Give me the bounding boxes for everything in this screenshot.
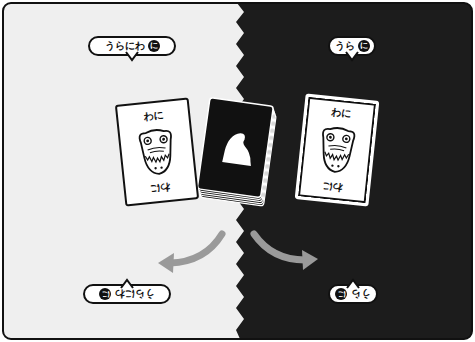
bubble-tail-shape xyxy=(126,52,138,60)
card-name: わに xyxy=(307,105,376,122)
bubble-tail-shape xyxy=(121,280,133,288)
spoken-word: うら xyxy=(351,289,371,299)
playing-card: わにわに xyxy=(115,97,199,206)
card-deck xyxy=(196,98,277,206)
card-name: わに xyxy=(125,179,196,196)
dark-side xyxy=(236,3,472,339)
spoken-word: うら xyxy=(335,41,355,51)
card-name: わに xyxy=(118,108,189,125)
card-name: わに xyxy=(299,178,368,195)
spoken-word: うらにわ xyxy=(115,289,155,299)
deal-arrow-left xyxy=(170,234,222,263)
bubble-tail xyxy=(346,54,358,61)
letter-badge: に xyxy=(100,288,112,300)
bubble-tail xyxy=(126,54,138,61)
letter-badge: に xyxy=(148,40,160,52)
speech-bubble: うらにわに xyxy=(83,284,171,304)
light-side xyxy=(3,3,472,339)
speech-bubble: うらに xyxy=(328,284,378,304)
letter-badge: に xyxy=(336,288,348,300)
letter-badge: に xyxy=(358,40,370,52)
bubble-tail xyxy=(347,279,359,286)
arrowhead-left xyxy=(158,253,174,273)
speech-bubble: うらに xyxy=(328,36,376,56)
deal-arrow-right xyxy=(254,234,305,260)
deck-silhouette xyxy=(222,131,255,166)
speech-bubble: うらにわに xyxy=(88,36,176,56)
frame xyxy=(3,3,472,339)
bubble-tail-shape xyxy=(346,52,358,60)
arrowhead-right xyxy=(302,250,318,270)
bubble-tail-shape xyxy=(347,280,359,288)
playing-card: わにわに xyxy=(295,93,380,206)
bubble-tail xyxy=(121,279,133,286)
spoken-word: うらにわ xyxy=(105,41,145,51)
